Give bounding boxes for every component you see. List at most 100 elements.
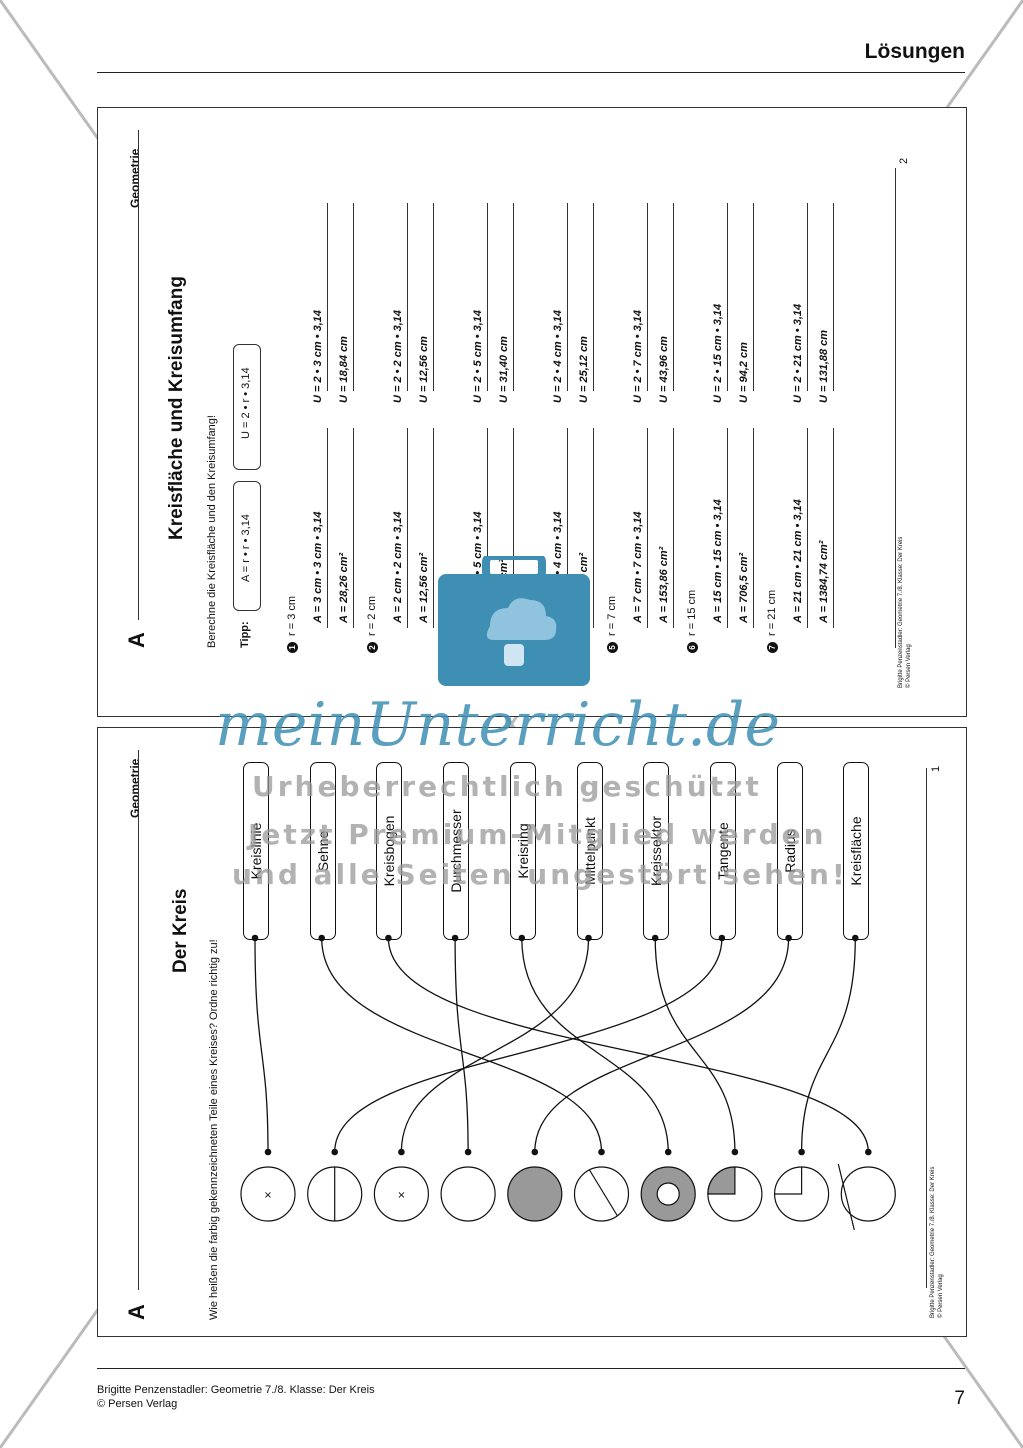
task-number: 6 [687,642,698,653]
connector-line [387,937,869,1153]
answer-line [753,203,754,391]
task-radius-value: r = 3 cm [286,595,298,636]
top-instruction: Berechne die Kreisfläche und den Kreisum… [206,415,218,648]
answer-line [673,203,674,391]
connector-dot [518,934,526,942]
label-box: Tangente [709,762,736,940]
connector-line [534,937,790,1153]
label-box: Kreislinie [243,762,269,940]
connector-line [321,937,603,1153]
task-radius-value: r = 2 cm [366,595,378,636]
connector-dot [731,1148,739,1156]
answer-line [487,428,488,628]
answer-line [513,203,514,391]
task-radius: 5 r = 7 cm [606,596,618,653]
connector-dot [852,934,859,942]
task-radius: 7r = 21 cm [766,590,778,653]
bottom-credit-1: Brigitte Penzenstadler: Geometrie 7./8. … [930,1166,936,1318]
task-circ-calc: U = 2 • 21 cm • 3,14 [792,303,804,403]
bottom-credit-2: © Persen Verlag [938,1274,944,1318]
label-box: Radius [776,762,803,940]
task-circ-result: U = 31,40 cm [498,336,510,403]
top-head-line [138,130,139,620]
label-box: Sehne [309,762,336,940]
bottom-page-no: 1 [930,765,942,772]
label-box: Mittelpunkt [576,762,603,940]
answer-line [487,203,488,391]
task-radius-value: r = 15 cm [686,589,698,636]
task-area-result: A = 153,86 cm² [658,546,670,623]
circle-figure-inner [656,1182,680,1206]
answer-line [753,428,754,628]
task-area-result: A = 706,5 cm² [738,552,750,623]
connector-line [254,937,269,1153]
top-credit-2: © Persen Verlag [906,644,912,688]
answer-line [327,428,328,628]
connector-dot [718,934,726,942]
tangent-line [837,1163,855,1231]
task-radius: 1 r = 3 cm [286,596,298,653]
tip-label: Tipp: [239,621,251,648]
task-circ-result: U = 18,84 cm [338,336,350,403]
task-number: 7 [767,642,778,653]
answer-line [593,203,594,391]
connector-line [800,937,856,1153]
answer-line [833,203,834,391]
task-circ-calc: U = 2 • 7 cm • 3,14 [632,309,644,403]
answer-line [327,203,328,391]
watermark-line-3: und alle Seiten ungestört sehen! [232,858,848,891]
task-radius-value: r = 7 cm [606,595,618,636]
answer-line [353,428,354,628]
matching-diagram: ×× [240,934,896,1231]
connector-dot [464,1148,472,1156]
task-number: 1 [287,642,298,653]
top-subject: Geometrie [128,148,142,208]
circle-figure [840,1166,896,1222]
task-circ-calc: U = 2 • 4 cm • 3,14 [552,309,564,403]
connector-dot [585,934,592,942]
circle-figure [373,1166,429,1222]
connector-dot [385,934,392,942]
connector-dot [451,934,459,942]
tip-circ-box: U = 2 • r • 3,14 [233,344,261,470]
answer-line [727,203,728,391]
watermark-brand: meinUnterricht.de [215,690,780,760]
top-page-no: 2 [898,157,910,164]
chord-line [588,1169,619,1217]
connector-dot [798,1148,805,1156]
connector-dot [318,934,325,942]
label-box: Kreissektor [643,762,670,940]
label-box: Durchmesser [443,762,470,940]
watermark-line-1: Urheberrechtlich geschützt [252,770,762,803]
circle-figure [507,1166,563,1222]
task-circ-result: U = 12,56 cm [418,336,430,403]
answer-line [567,428,568,628]
task-area-calc: A = 7 cm • 7 cm • 3,14 [632,511,644,623]
tip-area-box: A = r • r • 3,14 [233,481,261,611]
answer-line [727,428,728,628]
task-number: 5 [607,642,618,653]
answer-line [673,428,674,628]
sector-fill [707,1166,736,1195]
bottom-sheet: Geometrie A Der Kreis Wie heißen die far… [97,727,967,1337]
header-rule [97,72,965,73]
tip-circ: U = 2 • r • 3,14 [240,367,252,439]
connector-dot [651,934,659,942]
connector-line [654,937,736,1153]
task-area-calc: A = 2 cm • 2 cm • 3,14 [392,511,404,623]
page-title: Lösungen [864,40,965,63]
top-credit-1: Brigitte Penzenstadler: Geometrie 7./8. … [898,536,904,688]
connector-dot [664,1148,672,1156]
connector-dot [264,1148,272,1156]
task-number: 2 [367,642,378,653]
connector-line [400,937,590,1153]
task-circ-calc: U = 2 • 5 cm • 3,14 [472,309,484,403]
answer-line [807,203,808,391]
label-box: Kreisbogen [376,762,403,940]
footer-line-1: Brigitte Penzenstadler: Geometrie 7./8. … [97,1384,375,1396]
connector-dot [398,1148,405,1156]
circle-figure [440,1166,496,1222]
answer-line [833,428,834,628]
label-box: Kreisfläche [843,762,870,940]
task-radius: 2 r = 2 cm [366,596,378,653]
